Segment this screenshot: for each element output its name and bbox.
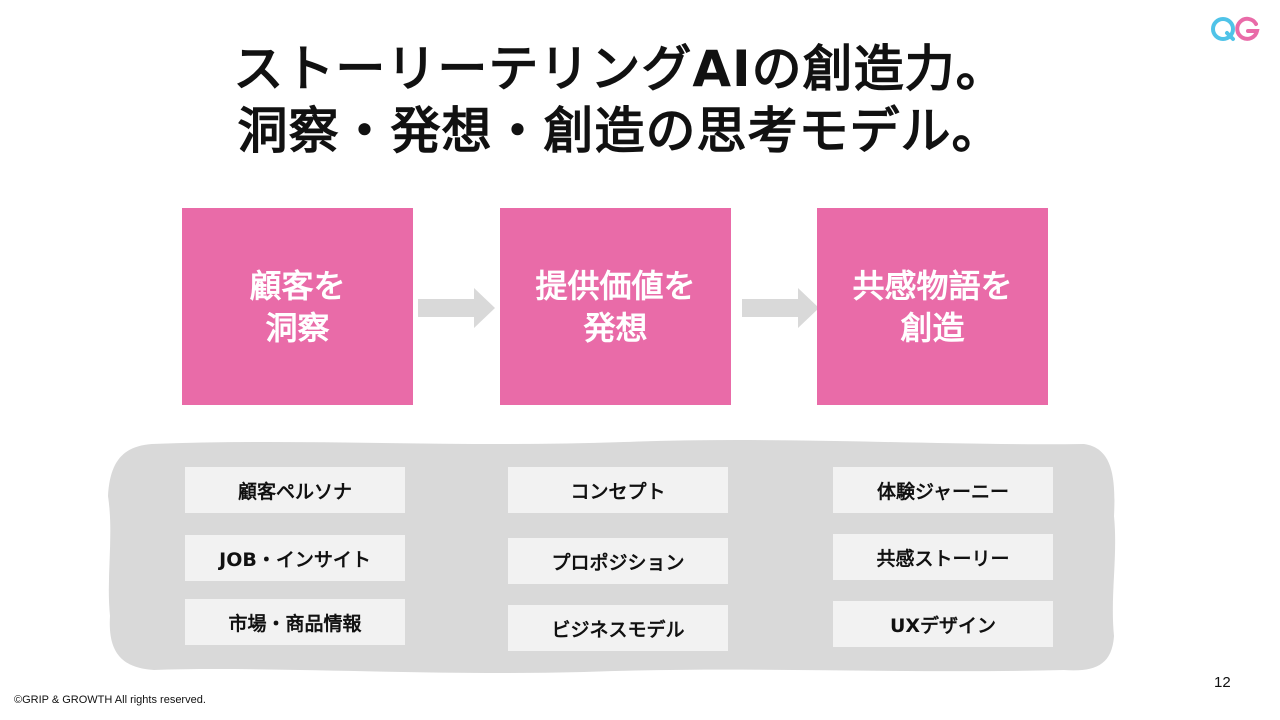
copyright-footer: ©GRIP & GROWTH All rights reserved.	[14, 694, 206, 706]
item-experience-journey: 体験ジャーニー	[833, 467, 1053, 513]
step-label-line-2: 創造	[900, 308, 965, 347]
step-insight-box: 顧客を 洞察	[182, 208, 413, 405]
item-ux-design: UXデザイン	[833, 601, 1053, 647]
item-proposition: プロポジション	[508, 538, 728, 584]
right-arrow-icon	[418, 288, 495, 328]
title-line-2: 洞察・発想・創造の思考モデル。	[237, 102, 1003, 160]
step-label-line-2: 発想	[583, 308, 648, 347]
grip-growth-logo	[1211, 16, 1260, 41]
step-label-line-2: 洞察	[265, 308, 330, 347]
step-label-line-1: 共感物語を	[852, 266, 1013, 305]
step-creation-box: 共感物語を 創造	[817, 208, 1048, 405]
item-empathy-story: 共感ストーリー	[833, 534, 1053, 580]
item-job-insight: JOB・インサイト	[185, 535, 405, 581]
page-number: 12	[1214, 674, 1231, 691]
item-customer-persona: 顧客ペルソナ	[185, 467, 405, 513]
slide-title: ストーリーテリングAIの創造力。 洞察・発想・創造の思考モデル。	[0, 38, 1240, 162]
step-label-line-1: 顧客を	[249, 266, 346, 305]
step-label-line-1: 提供価値を	[535, 266, 696, 305]
item-concept: コンセプト	[508, 467, 728, 513]
title-line-1: ストーリーテリングAIの創造力。	[233, 40, 1007, 98]
right-arrow-icon	[742, 288, 819, 328]
step-idea-box: 提供価値を 発想	[500, 208, 731, 405]
item-business-model: ビジネスモデル	[508, 605, 728, 651]
item-market-product-info: 市場・商品情報	[185, 599, 405, 645]
